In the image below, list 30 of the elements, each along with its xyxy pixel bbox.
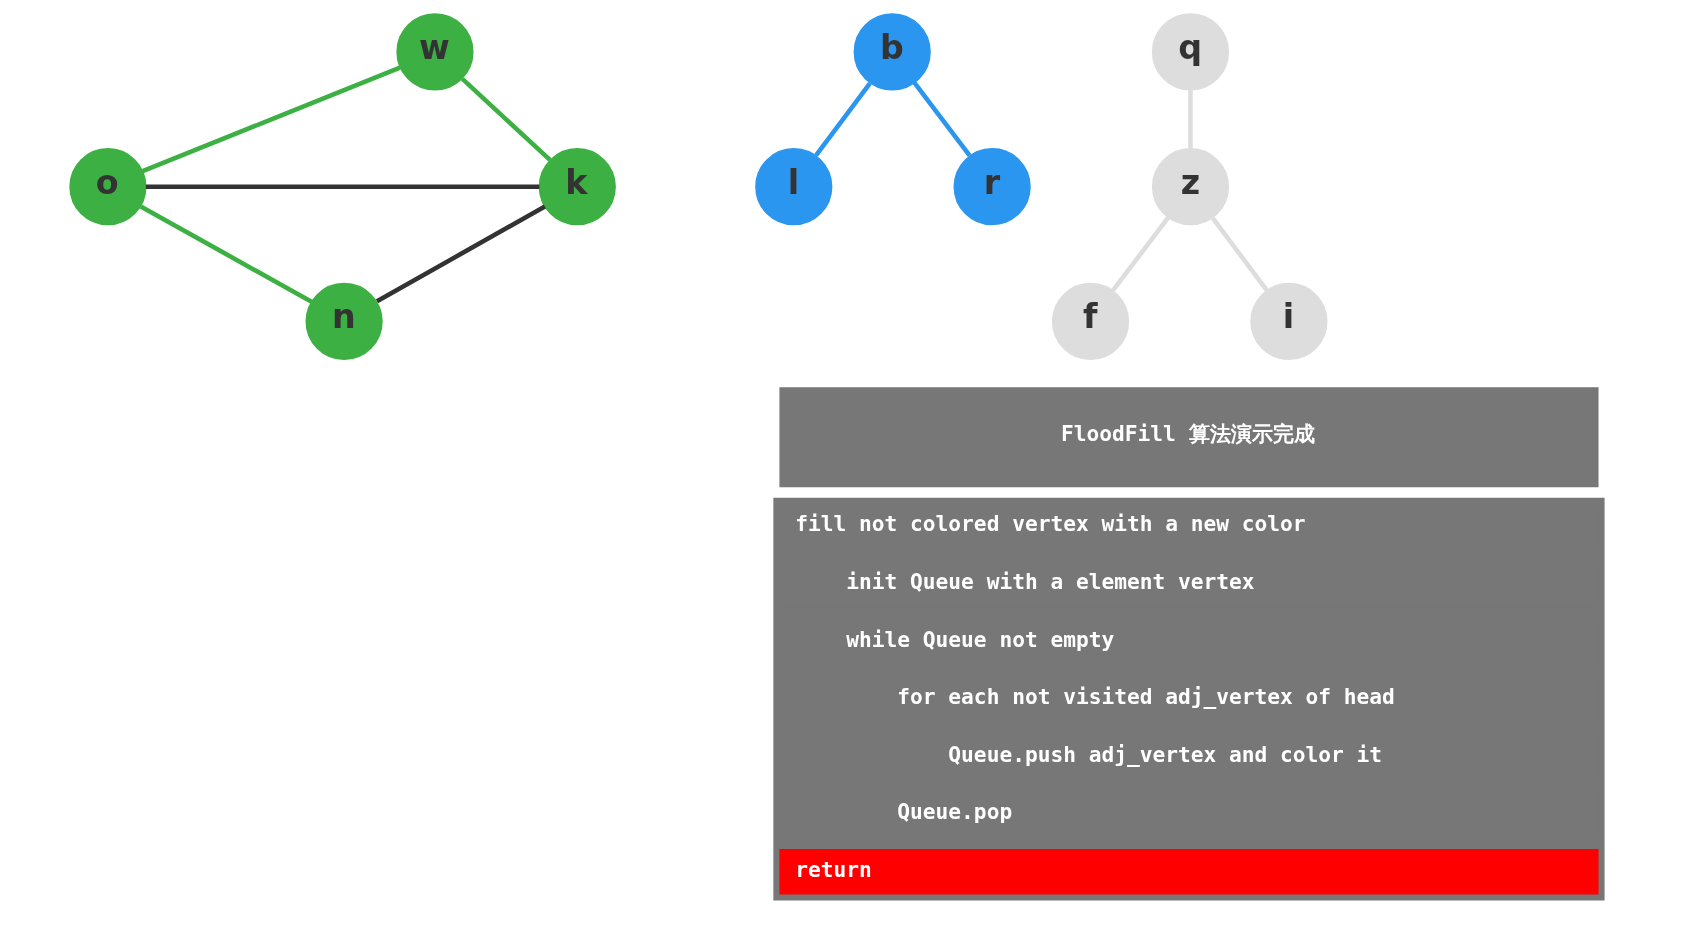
- node-text: Queue.push adj_vertex and color it: [948, 741, 1383, 767]
- node-box: FloodFill 算法演示完成: [779, 387, 1599, 488]
- connector: [912, 81, 972, 157]
- node-circle: l: [755, 148, 833, 226]
- connector: [141, 65, 401, 174]
- node-text: while Queue not empty: [846, 626, 1115, 652]
- connector: [1211, 216, 1269, 292]
- node-circle: r: [953, 148, 1031, 226]
- node-circle: w: [396, 13, 474, 91]
- connector: [1111, 216, 1171, 292]
- node-circle: q: [1151, 13, 1230, 91]
- node-circle: f: [1051, 282, 1130, 361]
- node-box: return: [779, 849, 1599, 895]
- connector: [460, 77, 552, 162]
- cluster: [773, 497, 1605, 901]
- connector: [139, 204, 313, 304]
- node-text: Queue.pop: [897, 799, 1013, 825]
- node-circle: k: [538, 148, 616, 226]
- node-circle: o: [69, 148, 147, 226]
- node-circle: z: [1151, 148, 1230, 226]
- node-text: fill not colored vertex with a new color: [795, 511, 1306, 537]
- node-circle: i: [1250, 282, 1328, 361]
- connector: [145, 184, 540, 189]
- connector: [375, 204, 546, 304]
- connector: [814, 81, 872, 157]
- node-text: init Queue with a element vertex: [846, 568, 1255, 594]
- node-text: for each not visited adj_vertex of head: [897, 684, 1395, 710]
- node-circle: b: [853, 13, 931, 91]
- connector: [1188, 90, 1193, 149]
- node-circle: n: [305, 282, 383, 361]
